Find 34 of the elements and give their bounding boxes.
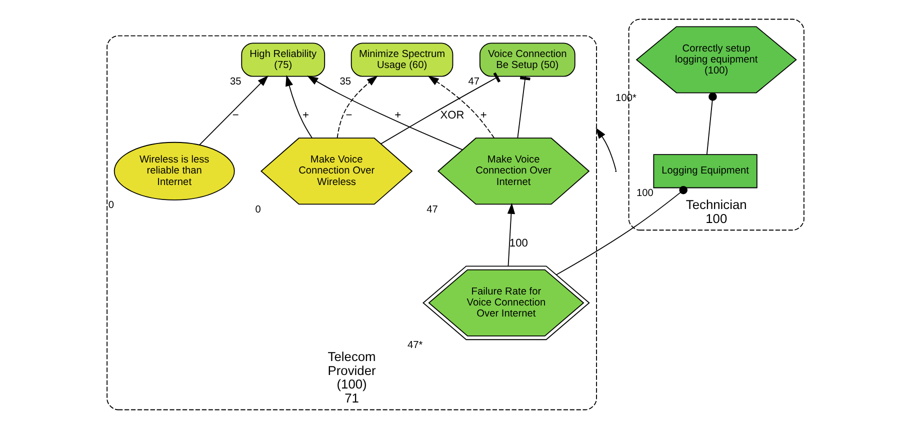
connector [556, 186, 688, 276]
edge-label: − [232, 109, 239, 122]
node-ellipse: Wireless is less reliable than Internet [114, 142, 235, 200]
node-box: Logging Equipment [653, 154, 758, 188]
arrow [307, 76, 463, 150]
node-label: 100 [636, 188, 654, 199]
edge-label: + [480, 109, 487, 122]
node-label: 47 [426, 204, 438, 216]
node-label: 35 [340, 76, 351, 88]
arrow [199, 75, 268, 146]
connector [706, 92, 717, 155]
node-label: 47* [408, 340, 423, 351]
edge-label: − [346, 109, 352, 122]
edge-label: XOR [440, 109, 464, 122]
arrow [507, 202, 516, 267]
arrow [596, 128, 616, 171]
node-box: High Reliability (75) [241, 42, 326, 77]
arrow [336, 76, 378, 138]
node-label: 100* [616, 92, 636, 104]
edge-label: + [302, 109, 309, 122]
node-label: 0 [255, 204, 261, 216]
edge-label: + [394, 109, 402, 122]
arrow [428, 76, 495, 138]
connector [517, 76, 530, 138]
edge-label: 100 [509, 237, 528, 250]
node-box: Voice Connection Be Setup (50) [479, 42, 576, 77]
connector [380, 72, 501, 144]
node-label: 0 [108, 200, 114, 211]
node-label: 35 [230, 76, 242, 88]
node-label: 71 [344, 390, 359, 406]
node-label: 47 [468, 76, 480, 88]
arrow [286, 75, 313, 138]
node-box: Minimize Spectrum Usage (60) [350, 42, 454, 77]
node-label: 100 [706, 210, 728, 226]
